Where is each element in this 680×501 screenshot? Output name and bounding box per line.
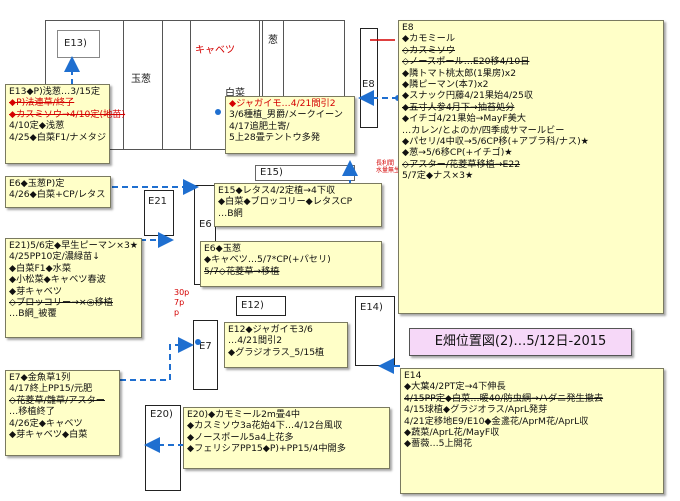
- note-e21-line: …B網_被覆: [9, 308, 57, 320]
- note-e20-line: ◆カスミソウ3a花始4下…4/12台風収: [187, 420, 343, 432]
- plot-e14-label: E14): [360, 302, 383, 313]
- note-e13-line: ◆P)法連草/終了: [9, 97, 75, 109]
- note-e12-line: ◆グラジオラス_5/15植: [228, 346, 325, 358]
- note-e7-line: ◇花菱草/雛草/アスター: [9, 394, 105, 406]
- note-center-line: 5上28畳テントウ多発: [229, 132, 321, 144]
- plot-e13: E13): [57, 30, 100, 58]
- note-e8-line: …カレン/とよのか/四季成サマールビー: [402, 124, 565, 136]
- note-e14-line: ◆大葉4/2PT定→4下伸長: [404, 381, 506, 393]
- note-e14-line: 4/15PP定◆白菜…暖40/防虫網→ハダニ発生撤去: [404, 392, 604, 404]
- plot-e12: E12): [236, 296, 286, 316]
- plot-e21: E21: [144, 190, 174, 236]
- note-e8-line: 5/7定◆ナス×3★: [402, 170, 474, 182]
- side-note-2: 水量無生: [376, 167, 401, 174]
- note-e6b: E6◆玉葱 ◆キャベツ…5/7*CP(+パセリ) 5/7◇花菱草→移植: [200, 241, 382, 287]
- note-e6a-line: E6◆玉葱P)定: [9, 178, 65, 189]
- plot-e7-label: E7: [199, 341, 212, 352]
- note-e6b-line: 5/7◇花菱草→移植: [204, 265, 280, 277]
- note-e13-line: ◆カスミソウ→4/10定(地苗): [9, 108, 126, 120]
- note-e8-line: ◆カモミール: [402, 33, 456, 45]
- note-e20-line: E20)◆カモミール2m畳4中: [187, 409, 301, 420]
- note-e15-line: ◆白菜◆ブロッコリー◆レタスCP: [218, 196, 353, 208]
- note-e6b-line: ◆キャベツ…5/7*CP(+パセリ): [204, 254, 331, 266]
- note-e7-line: ◆芽キャベツ◆白菜: [9, 429, 88, 441]
- dot-e12: [195, 339, 201, 345]
- note-e6b-line: E6◆玉葱: [204, 243, 242, 254]
- note-e8-line: ◆葱→5/6移CP(+イチゴ)★: [402, 147, 513, 159]
- note-e8: E8 ◆カモミール ◇カスミソウ ◇ノースポール…E20移4/10日 ◆隣トマト…: [398, 20, 664, 314]
- note-e6a: E6◆玉葱P)定 4/26◆白菜+CP/レタス: [5, 176, 111, 208]
- plot-e15-label: E15): [260, 167, 283, 178]
- note-e8-line: ◇アスター/花菱草移植→E22: [402, 158, 521, 170]
- note-e8-line: E8: [402, 22, 414, 33]
- note-e21-line: E21)5/6定◆早生ピーマン×3★: [9, 240, 139, 251]
- note-e14-line: E14: [404, 370, 422, 381]
- note-e12-line: E12◆ジャガイモ3/6: [228, 324, 313, 335]
- plot-e21-label: E21: [148, 196, 168, 207]
- note-e12-line: …4/21間引2: [228, 335, 283, 347]
- note-e21-line: 4/25PP10定/濃緑苗↓: [9, 251, 100, 263]
- note-e21-line: ◆芽キャベツ: [9, 285, 63, 297]
- plot-e20-label: E20): [150, 409, 173, 420]
- note-e13-line: 4/10定◆浅葱: [9, 120, 65, 132]
- note-e15: E15◆レタス4/2定植→4下収 ◆白菜◆ブロッコリー◆レタスCP …B網: [214, 183, 382, 227]
- note-e7-line: …移植終了: [9, 406, 55, 418]
- plot-e6-label: E6: [199, 219, 212, 230]
- note-e8-line: ◆イチゴ4/21果始→MayF美大: [402, 113, 526, 125]
- diagram-title: E畑位置図(2)…5/12日-2015: [409, 328, 632, 356]
- note-center-line: ◆ジャガイモ…4/21間引2: [229, 98, 336, 109]
- note-e7: E7◆金魚草1列 4/17終上PP15/元肥 ◇花菱草/雛草/アスター …移植終…: [5, 370, 120, 456]
- left-mark-3: p: [174, 308, 180, 317]
- note-e8-line: ◆隣ピーマン(本7)x2: [402, 79, 489, 91]
- plot-e15: E15): [255, 165, 355, 181]
- note-e8-line: ◇カスミソウ: [402, 44, 456, 56]
- note-center-line: 4/17追肥土寄/: [229, 120, 290, 132]
- note-e14-line: ◆薔薇…5上開花: [404, 438, 473, 450]
- note-e12: E12◆ジャガイモ3/6 …4/21間引2 ◆グラジオラス_5/15植: [224, 322, 348, 368]
- note-e15-line: E15◆レタス4/2定植→4下収: [218, 185, 336, 196]
- side-note-1: 長利間: [376, 160, 395, 167]
- note-e14-line: ◆蔬菜/AprL花/MayF収: [404, 427, 500, 439]
- note-e8-line: ◆スナック円藤4/21果始4/25収: [402, 90, 534, 102]
- note-e14-line: 4/15球植◆グラジオラス/AprL発芽: [404, 404, 548, 416]
- note-e21-line: ◆小松菜◆キャベツ春波: [9, 274, 106, 286]
- note-e14: E14 ◆大葉4/2PT定→4下伸長 4/15PP定◆白菜…暖40/防虫網→ハダ…: [400, 368, 664, 494]
- note-e20: E20)◆カモミール2m畳4中 ◆カスミソウ3a花始4下…4/12台風収 ◆ノー…: [183, 407, 390, 469]
- note-e21-line: ◇ブロッコリー→×◎移植: [9, 297, 113, 309]
- note-center: ◆ジャガイモ…4/21間引2 3/6種植_男爵/メークイーン 4/17追肥土寄/…: [225, 96, 355, 154]
- note-e7-line: 4/26定◆キャベツ: [9, 417, 83, 429]
- plot-e12-label: E12): [241, 300, 264, 311]
- note-e20-line: ◆フェリシアPP15◆P)+PP15/4中開多: [187, 443, 346, 455]
- left-mark-1: 30p: [174, 288, 190, 297]
- left-mark-2: 7p: [174, 298, 185, 307]
- plot-kyabetsu-label: キャベツ: [195, 45, 235, 56]
- note-e7-line: E7◆金魚草1列: [9, 372, 71, 383]
- note-e8-line: ◇ノースポール…E20移4/10日: [402, 56, 530, 68]
- note-e6a-line: 4/26◆白菜+CP/レタス: [9, 189, 106, 201]
- plot-e7: E7: [193, 320, 218, 390]
- dot-center: [215, 109, 221, 115]
- note-e13: E13◆P)浅葱…3/15定 ◆P)法連草/終了 ◆カスミソウ→4/10定(地苗…: [5, 84, 126, 164]
- note-e7-line: 4/17終上PP15/元肥: [9, 383, 93, 395]
- note-e14-line: 4/21定移地E9/E10◆金盞花/AprM花/AprL収: [404, 415, 589, 427]
- plot-e8-label: E8: [362, 79, 375, 90]
- note-e13-line: E13◆P)浅葱…3/15定: [9, 86, 101, 97]
- plot-hakusai-label: 白菜: [225, 88, 245, 99]
- note-e13-line: 4/25◆白菜F1/ナメタジ: [9, 131, 107, 143]
- note-e8-line: ◆五寸人参4月下→抽苔処分: [402, 101, 515, 113]
- arrow-e7: [110, 337, 194, 381]
- plot-e13-label: E13): [64, 38, 87, 49]
- note-e21: E21)5/6定◆早生ピーマン×3★ 4/25PP10定/濃緑苗↓ ◆白菜F1◆…: [5, 238, 142, 338]
- note-e8-line: ◆隣トマト桃太郎(1果房)x2: [402, 67, 517, 79]
- note-e15-line: …B網: [218, 207, 243, 219]
- note-center-line: 3/6種植_男爵/メークイーン: [229, 109, 343, 121]
- plot-tamanegi: 玉葱: [123, 20, 163, 150]
- plot-e14: E14): [355, 296, 395, 366]
- note-e21-line: ◆白菜F1◆水菜: [9, 262, 72, 274]
- note-e8-line: ◆パセリ/4中収→5/6CP移(+アブラ科/ナス)★: [402, 136, 589, 148]
- plot-negi-label: 葱: [268, 35, 278, 46]
- plot-tamanegi-label: 玉葱: [131, 74, 151, 85]
- note-e20-line: ◆ノースポール5a4上花多: [187, 431, 294, 443]
